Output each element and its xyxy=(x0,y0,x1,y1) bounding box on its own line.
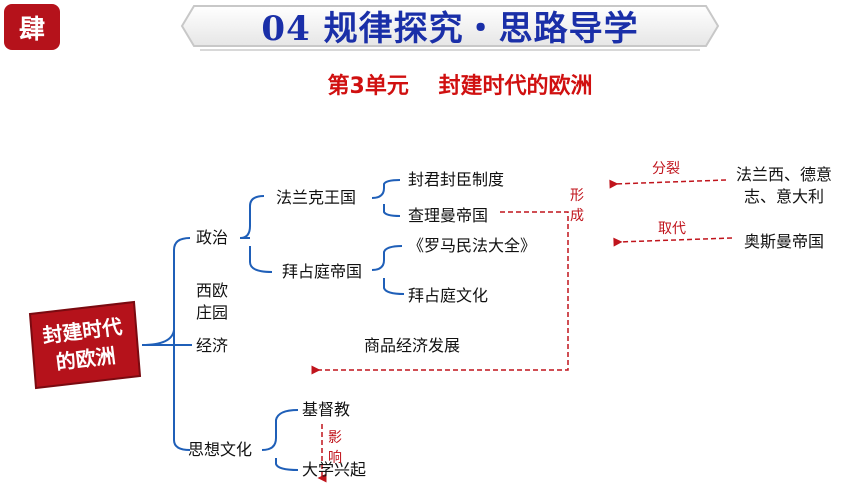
label-influence: 影响 xyxy=(328,430,342,466)
node-charlemagne-empire: 查理曼帝国 xyxy=(408,206,489,225)
page-title: 04 规律探究・思路导学 xyxy=(261,8,639,49)
node-commodity-economy: 商品经济发展 xyxy=(364,336,461,355)
branch-economy: 经济 xyxy=(196,336,229,355)
label-split: 分裂 xyxy=(652,161,680,177)
branch-culture: 思想文化 xyxy=(188,440,253,459)
node-feudal-system: 封君封臣制度 xyxy=(408,170,505,189)
root-node: 封建时代的欧洲 xyxy=(41,314,124,375)
branch-manor: 西欧庄园 xyxy=(196,281,229,322)
unit-subtitle: 第3单元 封建时代的欧洲 xyxy=(327,74,593,99)
branch-politics: 政治 xyxy=(196,228,229,247)
label-replace: 取代 xyxy=(658,221,686,237)
node-france-germany-italy: 法兰西、德意志、意大利 xyxy=(735,165,832,206)
node-christianity: 基督教 xyxy=(302,400,351,419)
node-byzantine-empire: 拜占庭帝国 xyxy=(282,262,363,281)
label-form: 形成 xyxy=(570,188,584,224)
node-byzantine-culture: 拜占庭文化 xyxy=(408,286,489,305)
node-ottoman-empire: 奥斯曼帝国 xyxy=(744,232,825,251)
section-badge: 肆 xyxy=(4,4,60,50)
title-banner-shape xyxy=(180,5,720,51)
root-node-box xyxy=(28,300,142,390)
node-frankish-kingdom: 法兰克王国 xyxy=(276,188,357,207)
node-corpus-juris: 《罗马民法大全》 xyxy=(408,236,537,255)
node-universities: 大学兴起 xyxy=(302,460,367,479)
